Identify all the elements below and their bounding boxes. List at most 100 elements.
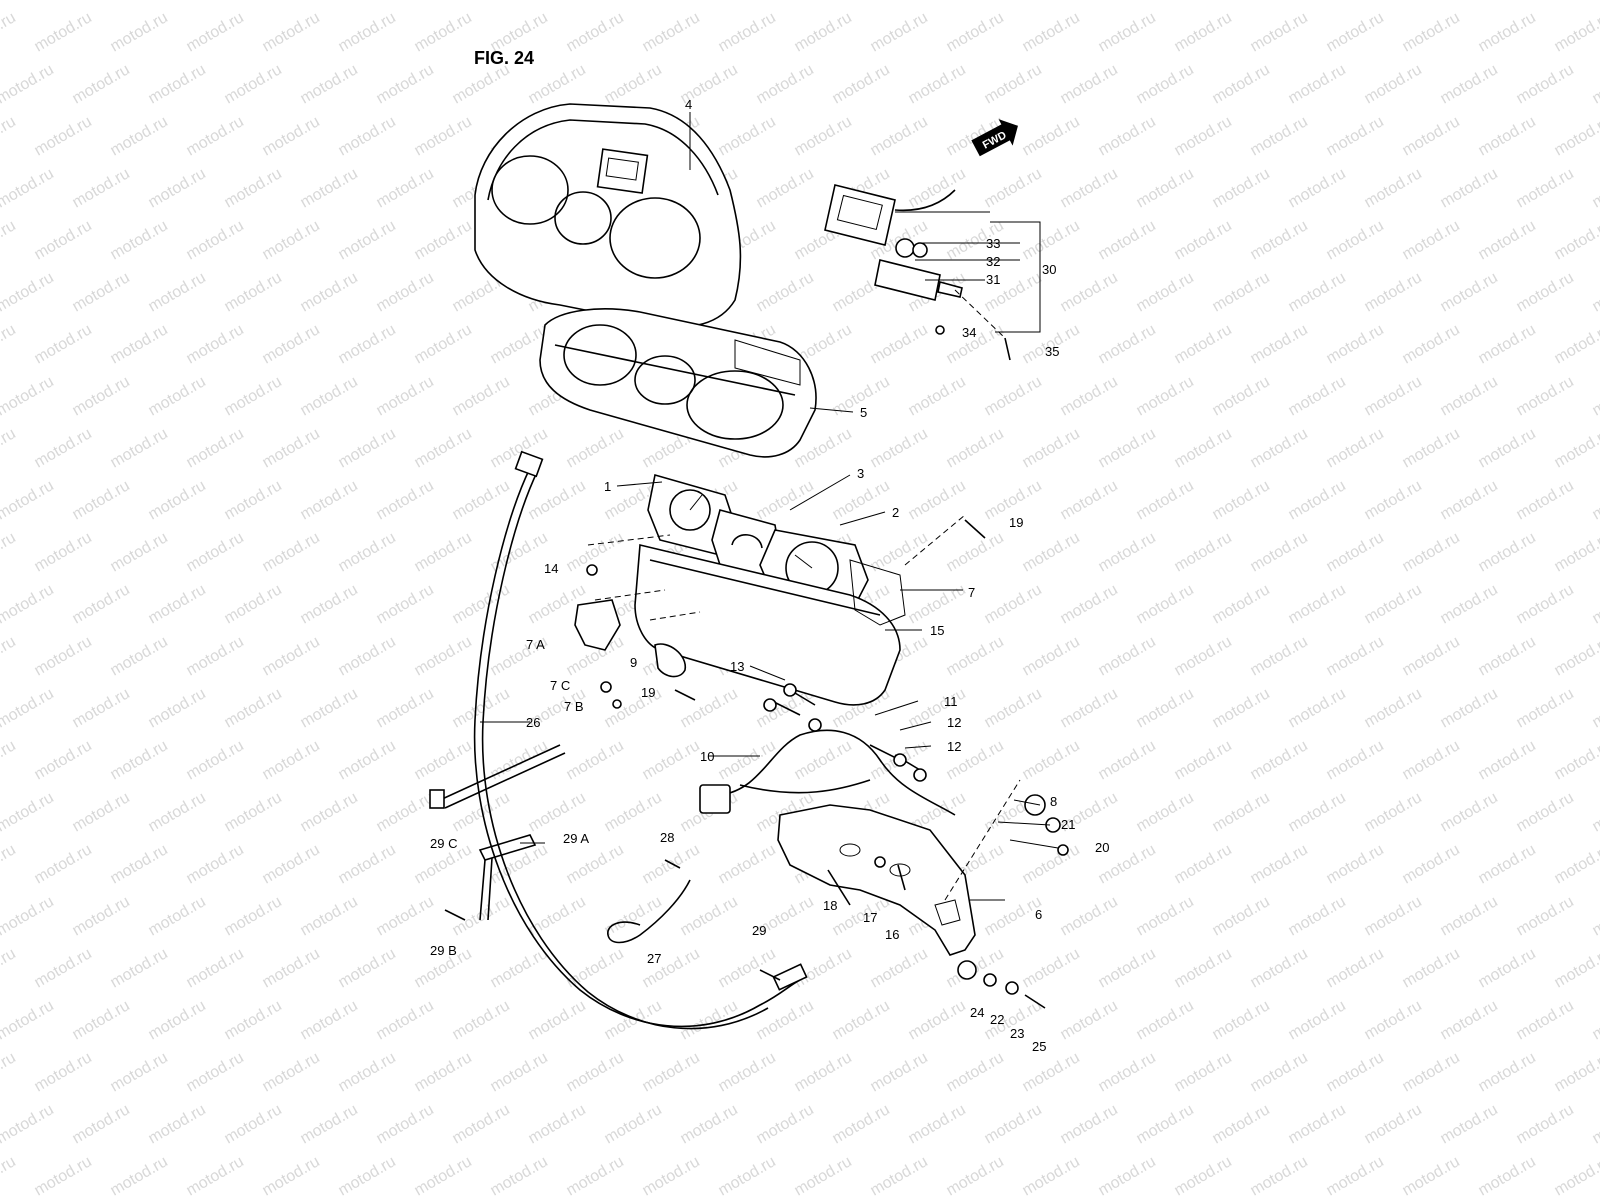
watermark-text: motod.ru bbox=[1324, 841, 1387, 887]
watermark-text: motod.ru bbox=[450, 373, 513, 419]
watermark-text: motod.ru bbox=[1286, 685, 1349, 731]
watermark-text: motod.ru bbox=[374, 373, 437, 419]
watermark-text: motod.ru bbox=[868, 1049, 931, 1095]
label-7c: 7 C bbox=[550, 678, 570, 693]
watermark-text: motod.ru bbox=[108, 529, 171, 575]
watermark-text: motod.ru bbox=[982, 61, 1045, 107]
watermark-text: motod.ru bbox=[1362, 269, 1425, 315]
meter-case bbox=[539, 308, 817, 458]
watermark-text: motod.ru bbox=[1172, 113, 1235, 159]
watermark-text: motod.ru bbox=[32, 113, 95, 159]
watermark-text: motod.ru bbox=[1020, 217, 1083, 263]
watermark-text: motod.ru bbox=[0, 945, 19, 991]
watermark-text: motod.ru bbox=[184, 737, 247, 783]
watermark-text: motod.ru bbox=[868, 9, 931, 55]
watermark-text: motod.ru bbox=[1172, 9, 1235, 55]
watermark-text: motod.ru bbox=[1096, 1049, 1159, 1095]
watermark-text: motod.ru bbox=[1096, 9, 1159, 55]
label-11: 11 bbox=[944, 694, 958, 709]
watermark-text: motod.ru bbox=[260, 425, 323, 471]
watermark-text: motod.ru bbox=[146, 789, 209, 835]
watermark-text: motod.ru bbox=[298, 581, 361, 627]
watermark-text: motod.ru bbox=[830, 0, 893, 3]
watermark-text: motod.ru bbox=[70, 581, 133, 627]
watermark-text: motod.ru bbox=[488, 1153, 551, 1199]
watermark-text: motod.ru bbox=[1020, 425, 1083, 471]
label-16: 16 bbox=[885, 927, 899, 942]
watermark-text: motod.ru bbox=[1058, 0, 1121, 3]
watermark-text: motod.ru bbox=[1134, 685, 1197, 731]
watermark-text: motod.ru bbox=[1134, 789, 1197, 835]
label-29: 29 bbox=[752, 923, 766, 938]
watermark-text: motod.ru bbox=[1134, 373, 1197, 419]
watermark-text: motod.ru bbox=[602, 997, 665, 1043]
watermark-text: motod.ru bbox=[982, 373, 1045, 419]
fasteners bbox=[444, 325, 1069, 1009]
watermark-text: motod.ru bbox=[792, 1153, 855, 1199]
watermark-text: motod.ru bbox=[1172, 321, 1235, 367]
watermark-text: motod.ru bbox=[1058, 477, 1121, 523]
watermark-text: motod.ru bbox=[1400, 529, 1463, 575]
watermark-text: motod.ru bbox=[640, 1153, 703, 1199]
watermark-text: motod.ru bbox=[222, 893, 285, 939]
watermark-text: motod.ru bbox=[1058, 685, 1121, 731]
watermark-text: motod.ru bbox=[488, 737, 551, 783]
watermark-text: motod.ru bbox=[222, 269, 285, 315]
watermark-text: motod.ru bbox=[184, 633, 247, 679]
watermark-text: motod.ru bbox=[222, 477, 285, 523]
watermark-text: motod.ru bbox=[1590, 997, 1600, 1043]
watermark-text: motod.ru bbox=[1058, 61, 1121, 107]
watermark-text: motod.ru bbox=[32, 425, 95, 471]
watermark-text: motod.ru bbox=[1134, 269, 1197, 315]
watermark-text: motod.ru bbox=[146, 581, 209, 627]
watermark-text: motod.ru bbox=[906, 581, 969, 627]
watermark-text: motod.ru bbox=[1324, 321, 1387, 367]
watermark-text: motod.ru bbox=[32, 945, 95, 991]
watermark-text: motod.ru bbox=[1134, 0, 1197, 3]
watermark-text: motod.ru bbox=[1172, 1153, 1235, 1199]
figure-title: FIG. 24 bbox=[474, 48, 534, 68]
watermark-text: motod.ru bbox=[1096, 945, 1159, 991]
wire-harness bbox=[699, 683, 956, 816]
watermark-text: motod.ru bbox=[1400, 841, 1463, 887]
watermark-text: motod.ru bbox=[70, 373, 133, 419]
watermark-text: motod.ru bbox=[146, 0, 209, 3]
watermark-text: motod.ru bbox=[1286, 1101, 1349, 1147]
watermark-text: motod.ru bbox=[0, 1049, 19, 1095]
watermark-text: motod.ru bbox=[526, 477, 589, 523]
watermark-text: motod.ru bbox=[412, 9, 475, 55]
watermark-text: motod.ru bbox=[1096, 633, 1159, 679]
watermark-text: motod.ru bbox=[336, 1153, 399, 1199]
watermark-text: motod.ru bbox=[1210, 893, 1273, 939]
watermark-text: motod.ru bbox=[830, 477, 893, 523]
watermark-text: motod.ru bbox=[1362, 165, 1425, 211]
watermark-text: motod.ru bbox=[1362, 477, 1425, 523]
watermark-text: motod.ru bbox=[1552, 1153, 1600, 1199]
watermark-text: motod.ru bbox=[108, 737, 171, 783]
watermark-text: motod.ru bbox=[488, 945, 551, 991]
watermark-text: motod.ru bbox=[70, 1101, 133, 1147]
watermark-text: motod.ru bbox=[108, 113, 171, 159]
watermark-text: motod.ru bbox=[450, 997, 513, 1043]
watermark-text: motod.ru bbox=[184, 945, 247, 991]
watermark-text: motod.ru bbox=[336, 945, 399, 991]
watermark-text: motod.ru bbox=[1438, 789, 1501, 835]
watermark-text: motod.ru bbox=[1476, 737, 1539, 783]
watermark-text: motod.ru bbox=[1590, 269, 1600, 315]
watermark-text: motod.ru bbox=[944, 9, 1007, 55]
watermark-text: motod.ru bbox=[1134, 1101, 1197, 1147]
watermark-text: motod.ru bbox=[1362, 0, 1425, 3]
watermark-text: motod.ru bbox=[944, 529, 1007, 575]
watermark-text: motod.ru bbox=[906, 165, 969, 211]
watermark-text: motod.ru bbox=[0, 997, 57, 1043]
watermark-text: motod.ru bbox=[32, 321, 95, 367]
watermark-text: motod.ru bbox=[298, 1101, 361, 1147]
watermark-text: motod.ru bbox=[1020, 737, 1083, 783]
watermark-text: motod.ru bbox=[0, 321, 19, 367]
lcd-unit bbox=[824, 184, 963, 301]
watermark-text: motod.ru bbox=[1552, 217, 1600, 263]
watermark-text: motod.ru bbox=[1400, 425, 1463, 471]
watermark-text: motod.ru bbox=[146, 165, 209, 211]
watermark-text: motod.ru bbox=[1286, 61, 1349, 107]
watermark-text: motod.ru bbox=[1286, 373, 1349, 419]
